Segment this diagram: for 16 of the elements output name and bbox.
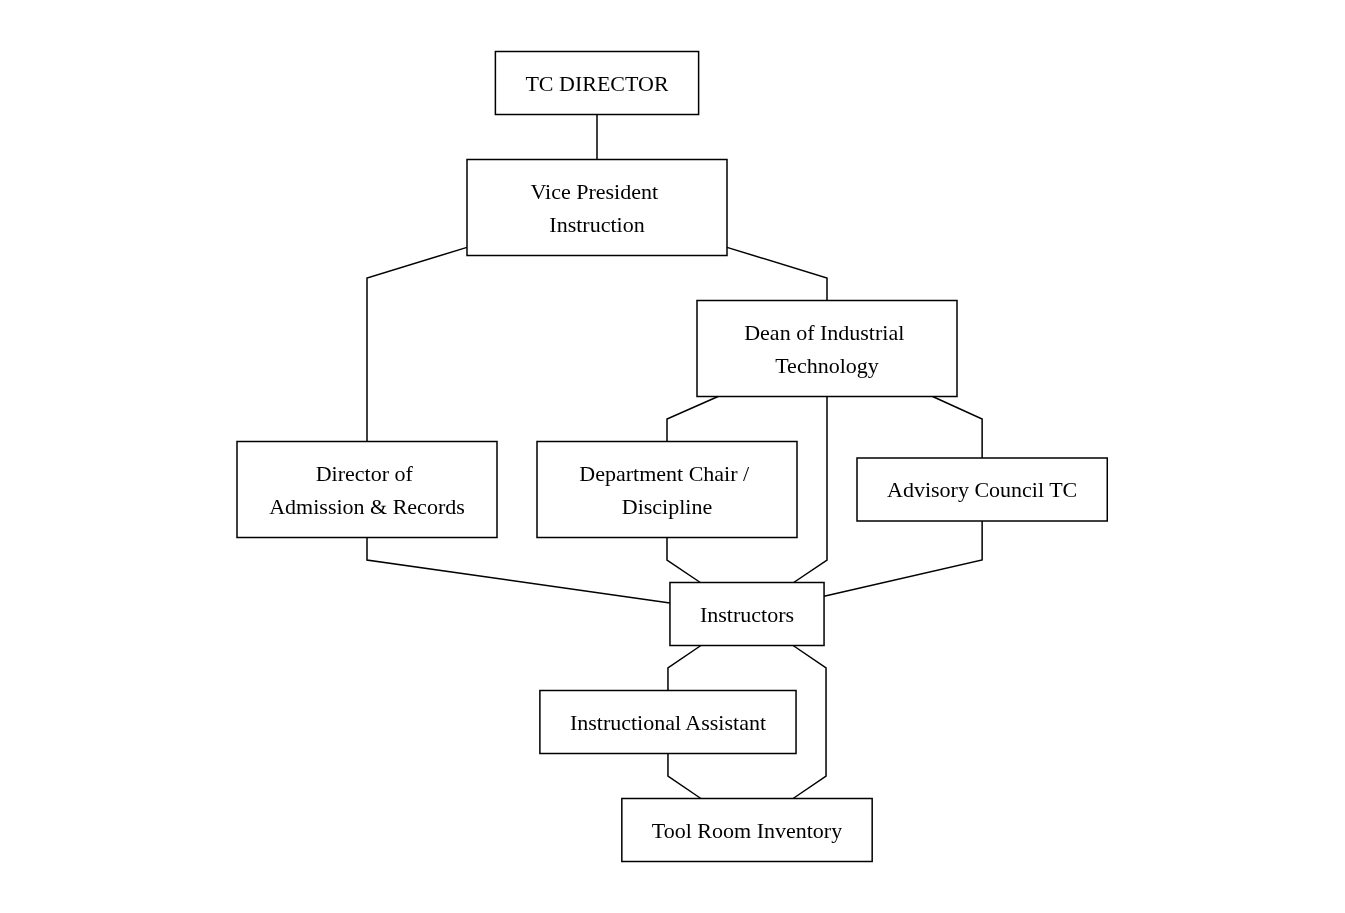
connector [666,395,720,443]
connector [667,644,702,692]
node-box: Vice President Instruction [466,158,729,257]
connector [793,395,829,584]
node-box: TC DIRECTOR [495,50,700,116]
node-box: Dean of Industrial Technology [696,299,959,398]
node-box: Department Chair / Discipline [536,440,799,539]
node-box: Instructional Assistant [539,689,798,755]
connector [792,644,828,800]
node-box: Director of Admission & Records [236,440,499,539]
node-box: Tool Room Inventory [621,797,874,863]
node-box: Instructors [669,581,826,647]
node-box: Advisory Council TC [856,457,1109,522]
connector [667,752,702,800]
connector [596,113,599,161]
connector [666,536,702,584]
